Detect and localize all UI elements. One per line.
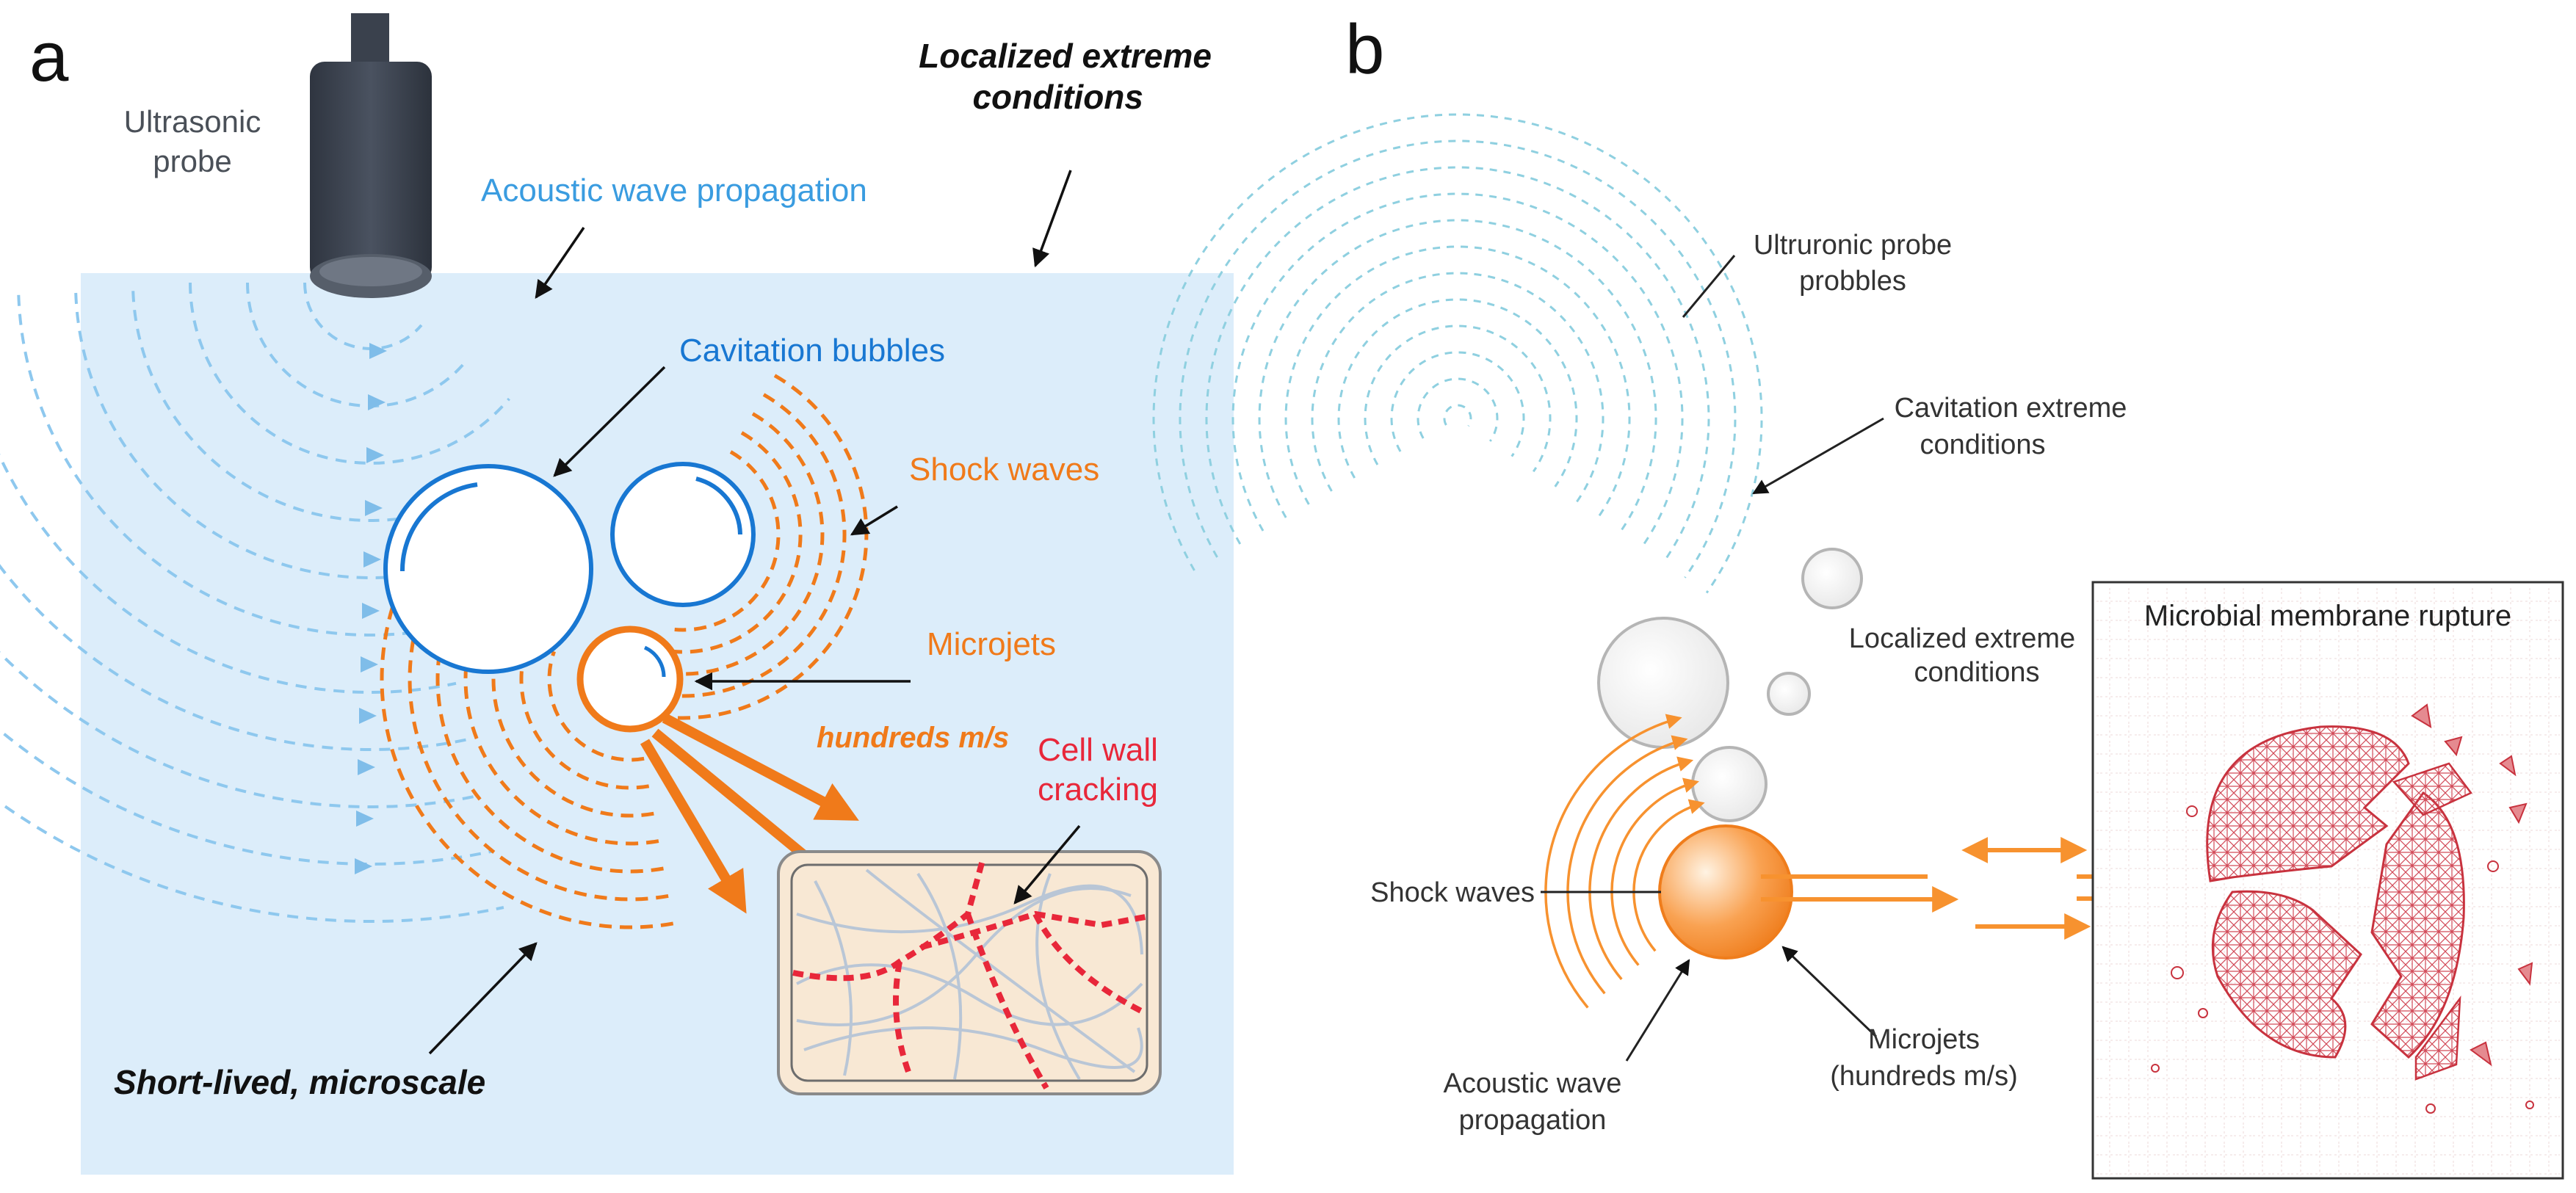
- cavitation-extreme-label-line2: conditions: [1920, 429, 2045, 460]
- speed-label: hundreds m/s: [817, 722, 1009, 754]
- localized-extreme-label-line1: Localized extreme: [919, 37, 1212, 75]
- cavitation-wave-arc: [1443, 404, 1472, 427]
- annotation-arrows-b: [1541, 255, 1884, 1062]
- acoustic-wave-arc: [246, 282, 467, 408]
- cavitation-wave-arc: [1311, 272, 1604, 503]
- cell-wall-label-line1: Cell wall: [1038, 732, 1158, 768]
- acoustic-wave-arc: [0, 564, 468, 751]
- gray-bubbles: [1597, 548, 1863, 822]
- acoustic-wave-b-line2: propagation: [1459, 1105, 1607, 1136]
- shock-wave-arc: [463, 622, 659, 846]
- membrane-rupture-box: [2091, 581, 2564, 1180]
- shock-wave-arc-b: [1588, 756, 1694, 981]
- shock-wave-arc: [491, 631, 654, 818]
- probe-label-line1: Ultrasonic: [124, 104, 261, 139]
- shock-wave-arc: [674, 450, 781, 632]
- shock-waves-label-b: Shock waves: [1370, 877, 1535, 908]
- cavitation-wave-arc: [1284, 245, 1631, 518]
- panel-a: a: [0, 13, 1234, 1175]
- panel-b: b: [1152, 10, 2564, 1180]
- shock-wave-arc-b: [1544, 714, 1682, 1009]
- acoustic-wave-arc: [131, 291, 421, 522]
- panel-a-letter: a: [29, 18, 69, 96]
- annotation-arrows-a: [428, 170, 1081, 1055]
- localized-extreme-b-line2: conditions: [1914, 657, 2039, 688]
- microjets-b-line1: Microjets: [1868, 1024, 1980, 1055]
- cavitation-bubble-medium: [610, 462, 756, 607]
- cavitation-extreme-label-line1: Cavitation extreme: [1895, 393, 2127, 424]
- shock-wave-arc: [666, 374, 869, 720]
- microjets-b-line2: (hundreds m/s): [1830, 1061, 2018, 1092]
- acoustic-arrowhead: [368, 394, 386, 410]
- localized-extreme-label-line2: conditions: [972, 78, 1143, 116]
- cavitation-wave-arc: [1258, 219, 1657, 533]
- acoustic-arrowhead: [355, 858, 372, 874]
- acoustic-arrowheads: [355, 343, 387, 874]
- acoustic-wave-arc: [303, 282, 423, 350]
- acoustic-arrowhead: [369, 343, 387, 359]
- shock-wave-arc: [380, 593, 674, 929]
- cavitation-bubble-large: [383, 464, 593, 674]
- panel-b-letter: b: [1345, 10, 1384, 89]
- cavitation-wave-arc: [1337, 298, 1578, 487]
- cavitation-wave-arc: [1231, 192, 1684, 548]
- cavitation-wave-arc: [1364, 324, 1552, 473]
- acoustic-arrowhead: [358, 759, 375, 775]
- cell-wall-label-line2: cracking: [1038, 772, 1158, 808]
- acoustic-wave-arc: [17, 294, 445, 637]
- microjet-bubble: [576, 625, 684, 733]
- cavitation-wave-arcs: [1152, 113, 1763, 594]
- membrane-rupture-title: Microbial membrane rupture: [2144, 600, 2511, 632]
- shock-wave-arc: [519, 641, 650, 790]
- shock-waves-label: Shock waves: [909, 452, 1099, 487]
- shock-wave-arc-b: [1610, 777, 1699, 966]
- orange-cavitation-bubble: [1658, 824, 1793, 960]
- localized-extreme-b-line1: Localized extreme: [1849, 623, 2075, 654]
- cavitation-wave-arc: [1205, 166, 1710, 564]
- acoustic-wave-arc: [189, 282, 510, 465]
- cavitation-bubbles-label: Cavitation bubbles: [679, 333, 945, 369]
- probe-label-b-line1: Ultruronic probe: [1754, 230, 1952, 261]
- cell-wall: [777, 850, 1162, 1095]
- shock-wave-arc: [670, 412, 825, 676]
- shock-wave-arc: [408, 603, 669, 902]
- cavitation-wave-arc: [1390, 351, 1525, 457]
- shock-wave-arc-b: [1632, 799, 1705, 952]
- acoustic-arrowhead: [366, 447, 384, 463]
- shock-wave-arc-b: [1566, 735, 1688, 995]
- acoustic-arrowhead: [361, 656, 378, 672]
- probe-label-b-line2: probbles: [1799, 266, 1906, 297]
- acoustic-arrowhead: [359, 708, 377, 724]
- shock-wave-arc: [668, 393, 847, 698]
- acoustic-wave-b-line1: Acoustic wave: [1444, 1068, 1622, 1099]
- acoustic-arrowhead: [363, 551, 381, 568]
- probe-label-line2: probe: [153, 144, 231, 178]
- acoustic-arrowhead: [362, 603, 380, 619]
- microjets-label: Microjets: [927, 626, 1056, 662]
- cavitation-wave-arc: [1417, 377, 1499, 442]
- short-lived-label: Short-lived, microscale: [114, 1063, 485, 1101]
- acoustic-wave-arc: [0, 800, 504, 923]
- shock-wave-arcs: [380, 374, 869, 929]
- acoustic-arrowhead: [365, 500, 383, 516]
- ruptured-cell: [2206, 725, 2472, 1081]
- cavitation-wave-arc: [1179, 139, 1737, 579]
- acoustic-wave-label: Acoustic wave propagation: [481, 173, 867, 208]
- acoustic-wave-arc: [74, 292, 433, 579]
- acoustic-arrowhead: [356, 811, 374, 827]
- shock-wave-arc: [672, 431, 803, 654]
- cavitation-wave-arc: [1152, 113, 1763, 594]
- ultrasonic-probe-icon: [310, 13, 432, 298]
- shock-wave-arcs-b: [1544, 714, 1705, 1009]
- acoustic-wave-arcs: [0, 282, 510, 923]
- acoustic-wave-arc: [0, 650, 480, 808]
- membrane-fragments: [2151, 703, 2534, 1114]
- shock-wave-arc: [547, 650, 645, 762]
